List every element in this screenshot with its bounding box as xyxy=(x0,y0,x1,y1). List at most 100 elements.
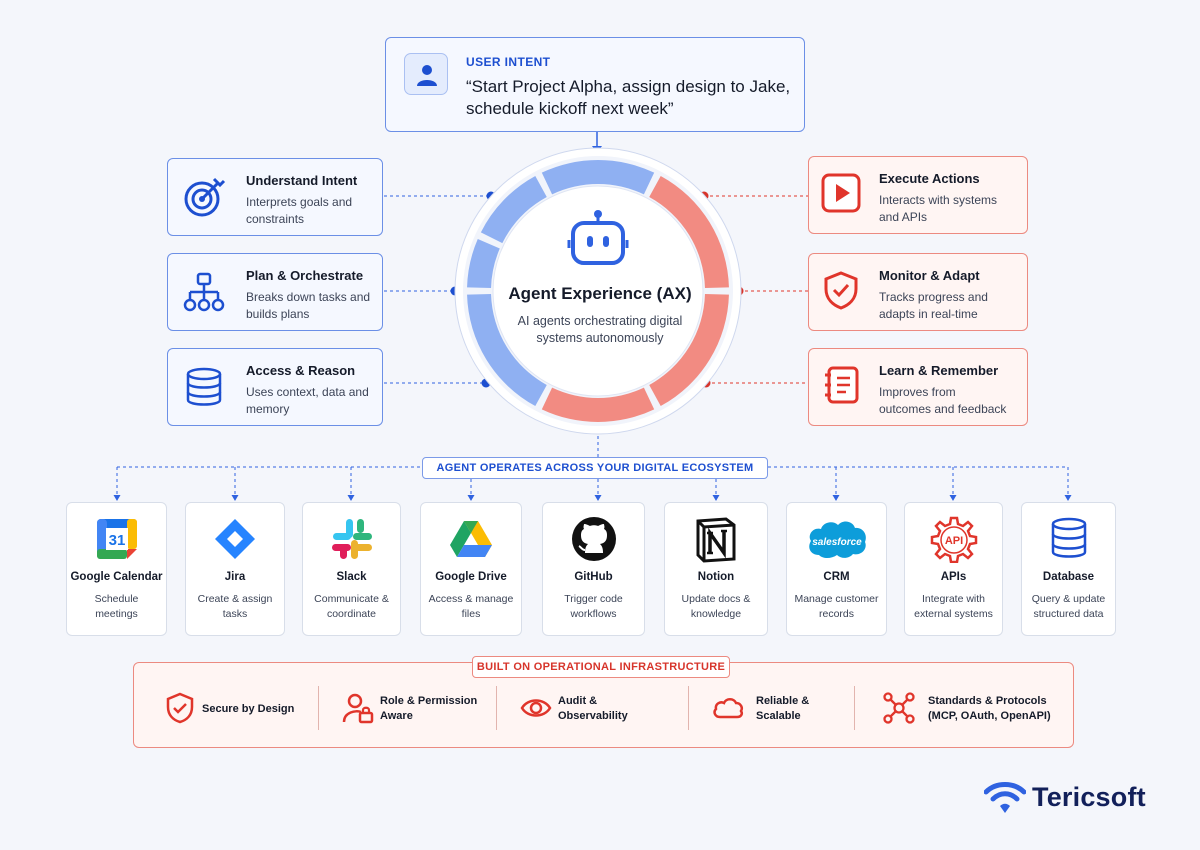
capability-desc: Interacts with systems and APIs xyxy=(879,193,998,224)
capability-desc: Interprets goals and constraints xyxy=(246,195,353,226)
ring-segment xyxy=(649,293,729,407)
hierarchy-icon xyxy=(183,272,225,312)
capability-desc: Uses context, data and memory xyxy=(246,385,369,416)
capability-access-reason: Access & Reason Uses context, data and m… xyxy=(167,348,383,426)
infra-reliable-scalable: Reliable & Scalable xyxy=(712,686,842,734)
brand-name: Tericsoft xyxy=(1032,782,1146,812)
capability-plan-orchestrate: Plan & Orchestrate Breaks down tasks and… xyxy=(167,253,383,331)
tool-name: Slack xyxy=(336,571,367,583)
ring-segment xyxy=(649,175,729,289)
robot-icon xyxy=(567,210,629,265)
ecosystem-branches xyxy=(113,436,1072,501)
capability-desc: Improves from outcomes and feedback xyxy=(879,385,1007,416)
user-intent-quote: “Start Project Alpha, assign design to J… xyxy=(466,77,791,118)
capability-title: Access & Reason xyxy=(246,363,356,378)
infra-role-permission: Role & Permission Aware xyxy=(342,686,492,734)
infra-audit-observability: Audit & Observability xyxy=(520,686,670,734)
infra-divider xyxy=(688,686,689,730)
capability-understand-intent: Understand Intent Interprets goals and c… xyxy=(167,158,383,236)
user-intent-card: USER INTENT “Start Project Alpha, assign… xyxy=(385,37,805,132)
ring-segment xyxy=(541,160,655,195)
tool-desc: Access & manage files xyxy=(428,593,514,620)
ring-segment xyxy=(541,387,655,422)
tool-name: Google Drive xyxy=(435,571,507,583)
user-lock-icon xyxy=(342,693,374,724)
ring-segment xyxy=(467,238,500,289)
tericsoft-brand: Tericsoft xyxy=(983,780,1174,816)
tool-arrow xyxy=(594,495,602,501)
tool-desc: Query & update structured data xyxy=(1031,593,1106,620)
tool-arrow xyxy=(347,495,355,501)
tool-jira: Jira Create & assign tasks xyxy=(185,502,285,636)
ecosystem-label: AGENT OPERATES ACROSS YOUR DIGITAL ECOSY… xyxy=(422,457,768,479)
tool-name: Jira xyxy=(224,571,246,583)
eye-icon xyxy=(520,699,552,717)
capability-monitor-adapt: Monitor & Adapt Tracks progress and adap… xyxy=(808,253,1028,331)
tool-arrow xyxy=(467,495,475,501)
tool-name: CRM xyxy=(823,571,850,583)
tool-github: GitHub Trigger code workflows xyxy=(542,502,645,636)
tool-desc: Integrate with external systems xyxy=(914,593,993,620)
capability-title: Monitor & Adapt xyxy=(879,268,980,283)
infra-secure-by-design: Secure by Design xyxy=(164,686,314,734)
tool-arrow xyxy=(949,495,957,501)
tool-arrow xyxy=(712,495,720,501)
api-gear-icon: API xyxy=(930,516,977,563)
infrastructure-label: BUILT ON OPERATIONAL INFRASTRUCTURE xyxy=(472,656,730,678)
tool-database: Database Query & update structured data xyxy=(1021,502,1116,636)
salesforce-icon: salesforce xyxy=(808,521,866,558)
infra-divider xyxy=(496,686,497,730)
slack-icon xyxy=(331,519,372,559)
tool-desc: Create & assign tasks xyxy=(197,593,273,620)
tool-name: Notion xyxy=(697,571,735,583)
tool-name: APIs xyxy=(940,571,967,583)
google-calendar-icon: 31 xyxy=(96,519,137,559)
jira-icon xyxy=(215,519,255,559)
shield-check-icon xyxy=(166,692,194,724)
tool-google-calendar: 31 Google Calendar Schedule meetings xyxy=(66,502,167,636)
capability-title: Plan & Orchestrate xyxy=(246,268,364,283)
tool-desc: Trigger code workflows xyxy=(564,593,623,620)
capability-learn-remember: Learn & Remember Improves from outcomes … xyxy=(808,348,1028,426)
infra-text: Role & Permission Aware xyxy=(380,695,478,722)
user-icon xyxy=(404,53,448,95)
capability-title: Execute Actions xyxy=(879,171,980,186)
capability-desc: Breaks down tasks and builds plans xyxy=(246,290,371,321)
infra-divider xyxy=(318,686,319,730)
capability-desc: Tracks progress and adapts in real-time xyxy=(879,290,988,321)
play-icon xyxy=(821,173,861,213)
infra-text: Secure by Design xyxy=(202,703,295,715)
infra-text: Standards & Protocols (MCP, OAuth, OpenA… xyxy=(928,695,1051,722)
tool-arrow xyxy=(113,495,121,501)
tool-slack: Slack Communicate & coordinate xyxy=(302,502,401,636)
cloud-icon xyxy=(713,698,744,719)
api-logo-text: API xyxy=(944,535,962,547)
github-icon xyxy=(571,517,616,561)
tool-desc: Manage customer records xyxy=(794,593,879,620)
google-drive-icon xyxy=(450,521,492,557)
tool-notion: Notion Update docs & knowledge xyxy=(664,502,768,636)
tool-google-drive: Google Drive Access & manage files xyxy=(420,502,522,636)
infra-text: Audit & Observability xyxy=(558,695,628,722)
tool-name: GitHub xyxy=(574,571,613,583)
notion-icon xyxy=(696,517,736,563)
hub-subtitle: AI agents orchestrating digital systems … xyxy=(517,314,683,345)
network-icon xyxy=(883,692,915,724)
database-icon xyxy=(186,367,222,406)
tool-name: Database xyxy=(1042,571,1095,583)
agent-hub-ring xyxy=(454,147,742,435)
capability-execute-actions: Execute Actions Interacts with systems a… xyxy=(808,156,1028,234)
tool-arrow xyxy=(832,495,840,501)
ring-segment xyxy=(467,293,547,407)
ring-segment xyxy=(480,175,547,244)
calendar-day: 31 xyxy=(108,532,125,549)
hub-title: Agent Experience (AX) xyxy=(508,284,692,303)
user-intent-label: USER INTENT xyxy=(466,55,551,69)
notebook-icon xyxy=(825,366,859,404)
tool-apis: API APIs Integrate with external systems xyxy=(904,502,1003,636)
tool-desc: Update docs & knowledge xyxy=(681,593,751,620)
target-icon xyxy=(184,177,226,217)
tool-arrow xyxy=(1064,495,1072,501)
tool-arrow xyxy=(231,495,239,501)
